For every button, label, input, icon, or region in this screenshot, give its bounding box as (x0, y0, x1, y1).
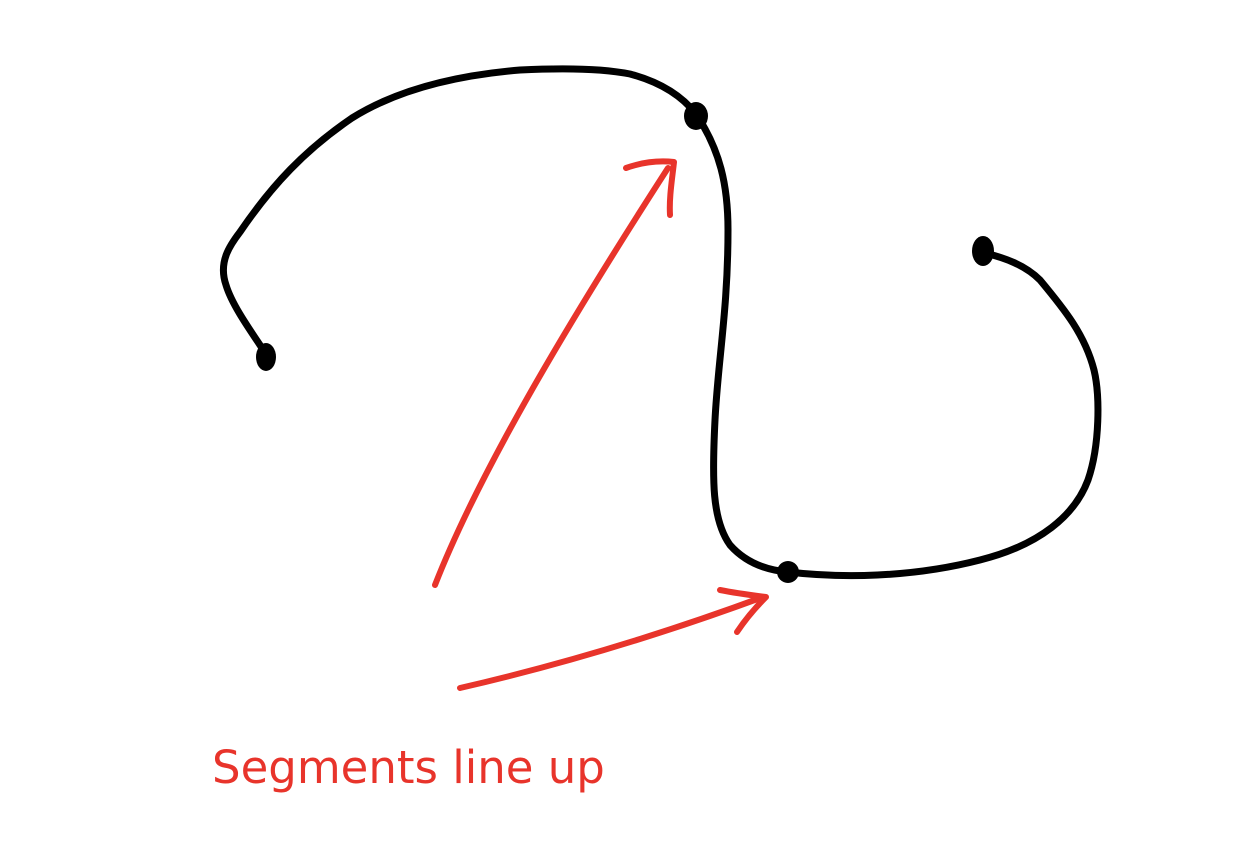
annotation-arrow-upper-head (623, 158, 677, 218)
curve-segment-1 (219, 65, 700, 358)
top-junction-dot (684, 102, 708, 130)
annotation-arrow-upper (432, 165, 671, 588)
annotation-label: Segments line up (212, 741, 605, 794)
left-endpoint-dot (256, 343, 276, 371)
annotation-arrow-lower (457, 594, 766, 691)
curve-segment-3 (784, 249, 1102, 580)
curve-segment-2 (692, 110, 792, 576)
annotation-arrow-lower-head (717, 587, 769, 635)
right-endpoint-dot (972, 236, 994, 266)
bottom-junction-dot (777, 561, 799, 583)
